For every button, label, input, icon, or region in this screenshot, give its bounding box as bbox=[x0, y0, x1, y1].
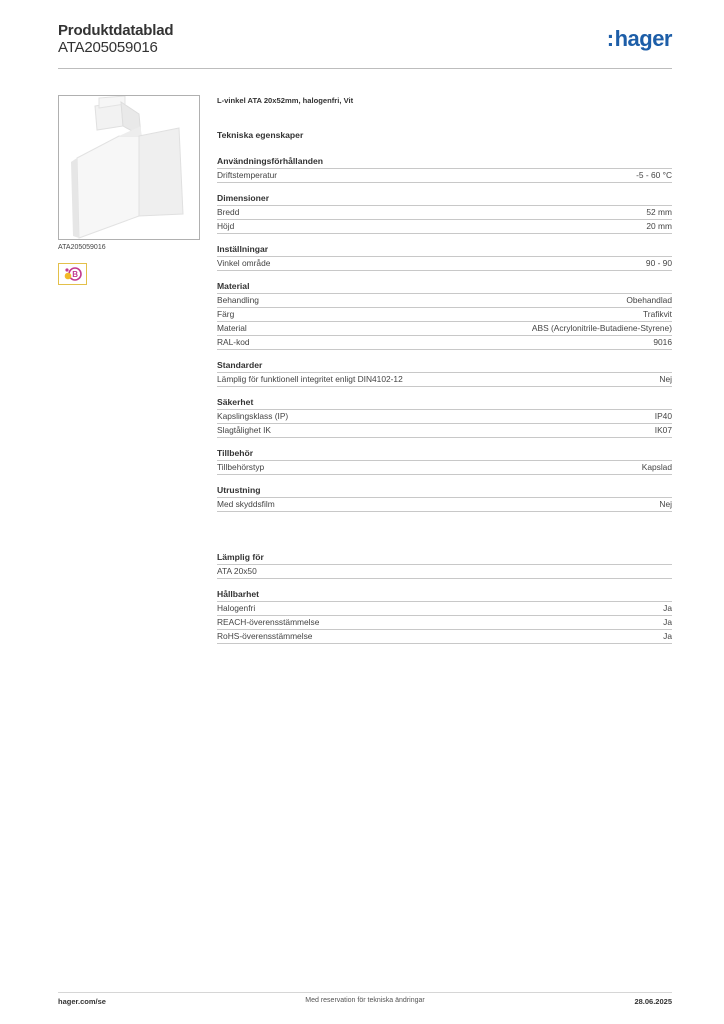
spec-value: Ja bbox=[663, 617, 672, 627]
section-title: Standarder bbox=[217, 360, 672, 373]
footer-divider bbox=[58, 992, 672, 993]
product-image-graphic bbox=[59, 96, 199, 239]
spec-label: Driftstemperatur bbox=[217, 170, 278, 180]
spec-label: Vinkel område bbox=[217, 258, 271, 268]
spec-row: Driftstemperatur -5 - 60 °C bbox=[217, 169, 672, 183]
spec-value: ABS (Acrylonitrile-Butadiene-Styrene) bbox=[531, 323, 672, 333]
spec-label: Kapslingsklass (IP) bbox=[217, 411, 289, 421]
spec-label: Behandling bbox=[217, 295, 259, 305]
spec-value: Nej bbox=[659, 374, 672, 384]
section-title: Tillbehör bbox=[217, 448, 672, 461]
spec-value: Trafikvit bbox=[642, 309, 672, 319]
section-title: Säkerhet bbox=[217, 397, 672, 410]
spec-label: Tillbehörstyp bbox=[217, 462, 265, 472]
spec-value: Obehandlad bbox=[626, 295, 672, 305]
image-caption: ATA205059016 bbox=[58, 244, 106, 251]
section-title: Inställningar bbox=[217, 244, 672, 257]
spec-row: ATA 20x50 bbox=[217, 565, 672, 579]
spec-label: Med skyddsfilm bbox=[217, 499, 275, 509]
spec-value: 52 mm bbox=[646, 207, 672, 217]
halogen-free-badge: B bbox=[58, 263, 87, 285]
product-code: ATA205059016 bbox=[58, 39, 158, 56]
spec-label: Färg bbox=[217, 309, 235, 319]
svg-text:B: B bbox=[72, 270, 78, 279]
halogen-free-icon: B bbox=[64, 267, 82, 281]
product-name: L-vinkel ATA 20x52mm, halogenfri, Vit bbox=[217, 96, 354, 105]
spec-label: Material bbox=[217, 323, 247, 333]
spec-row: Behandling Obehandlad bbox=[217, 294, 672, 308]
specification-list: L-vinkel ATA 20x52mm, halogenfri, Vit Te… bbox=[217, 95, 672, 654]
spec-row: Halogenfri Ja bbox=[217, 602, 672, 616]
spec-value: 90 - 90 bbox=[645, 258, 672, 268]
section-title: Dimensioner bbox=[217, 193, 672, 206]
section-title: Material bbox=[217, 281, 672, 294]
footer-date: 28.06.2025 bbox=[634, 997, 672, 1006]
spec-value: -5 - 60 °C bbox=[636, 170, 672, 180]
spec-value: IK07 bbox=[654, 425, 672, 435]
spec-row: Kapslingsklass (IP) IP40 bbox=[217, 410, 672, 424]
spec-row: Slagtålighet IK IK07 bbox=[217, 424, 672, 438]
document-header: Produktdatablad ATA205059016 :hager bbox=[58, 22, 673, 57]
spec-row: RoHS-överensstämmelse Ja bbox=[217, 630, 672, 644]
section-title: Användningsförhållanden bbox=[217, 156, 672, 169]
logo-text: hager bbox=[614, 26, 673, 51]
spec-value: Ja bbox=[663, 603, 672, 613]
section-title: Hållbarhet bbox=[217, 589, 672, 602]
spec-row: RAL-kod 9016 bbox=[217, 336, 672, 350]
product-image bbox=[58, 95, 200, 240]
hager-logo: :hager bbox=[606, 26, 673, 51]
spec-label: ATA 20x50 bbox=[217, 566, 257, 576]
spec-row: Höjd 20 mm bbox=[217, 220, 672, 234]
header-divider bbox=[58, 68, 672, 69]
section-title: Lämplig för bbox=[217, 552, 672, 565]
spec-label: Bredd bbox=[217, 207, 240, 217]
spec-label: RAL-kod bbox=[217, 337, 250, 347]
spec-row: Med skyddsfilm Nej bbox=[217, 498, 672, 512]
spec-row: Lämplig för funktionell integritet enlig… bbox=[217, 373, 672, 387]
section-title: Utrustning bbox=[217, 485, 672, 498]
spec-row: Material ABS (Acrylonitrile-Butadiene-Sty… bbox=[217, 322, 672, 336]
spec-row: Tillbehörstyp Kapslad bbox=[217, 461, 672, 475]
spec-value: 9016 bbox=[653, 337, 672, 347]
spec-value: Ja bbox=[663, 631, 672, 641]
spec-value: 20 mm bbox=[646, 221, 672, 231]
spec-row: Vinkel område 90 - 90 bbox=[217, 257, 672, 271]
spacer bbox=[217, 522, 672, 552]
spec-label: RoHS-överensstämmelse bbox=[217, 631, 313, 641]
footer-disclaimer: Med reservation för tekniska ändringar bbox=[305, 997, 425, 1004]
technical-properties-heading: Tekniska egenskaper bbox=[217, 130, 304, 140]
spec-label: REACH-överensstämmelse bbox=[217, 617, 320, 627]
spec-value: Kapslad bbox=[641, 462, 672, 472]
spec-row: Färg Trafikvit bbox=[217, 308, 672, 322]
spec-value: IP40 bbox=[654, 411, 672, 421]
spec-label: Halogenfri bbox=[217, 603, 256, 613]
spec-label: Lämplig för funktionell integritet enlig… bbox=[217, 374, 403, 384]
spec-label: Slagtålighet IK bbox=[217, 425, 272, 435]
spec-value: Nej bbox=[659, 499, 672, 509]
document-title: Produktdatablad bbox=[58, 22, 174, 39]
spec-row: REACH-överensstämmelse Ja bbox=[217, 616, 672, 630]
footer-website: hager.com/se bbox=[58, 997, 106, 1006]
spec-row: Bredd 52 mm bbox=[217, 206, 672, 220]
spec-label: Höjd bbox=[217, 221, 235, 231]
